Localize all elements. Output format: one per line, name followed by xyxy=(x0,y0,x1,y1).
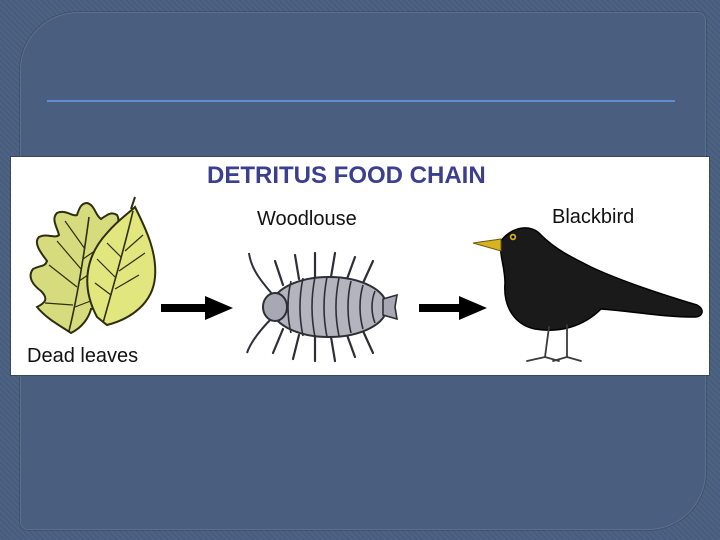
blackbird-icon xyxy=(472,227,703,362)
woodlouse-label: Woodlouse xyxy=(257,208,357,230)
title-divider xyxy=(47,100,675,102)
dead-leaves-label: Dead leaves xyxy=(27,345,139,367)
food-chain-diagram: DETRITUS FOOD CHAIN Woodlouse Blackbird … xyxy=(11,157,709,375)
woodlouse-icon xyxy=(246,251,398,363)
diagram-title: DETRITUS FOOD CHAIN xyxy=(207,162,486,189)
diagram-canvas xyxy=(29,196,703,363)
arrow-right-icon xyxy=(419,296,487,320)
arrow-right-icon xyxy=(161,296,233,320)
dead-leaves-icon xyxy=(29,196,157,335)
blackbird-label: Blackbird xyxy=(552,206,635,228)
